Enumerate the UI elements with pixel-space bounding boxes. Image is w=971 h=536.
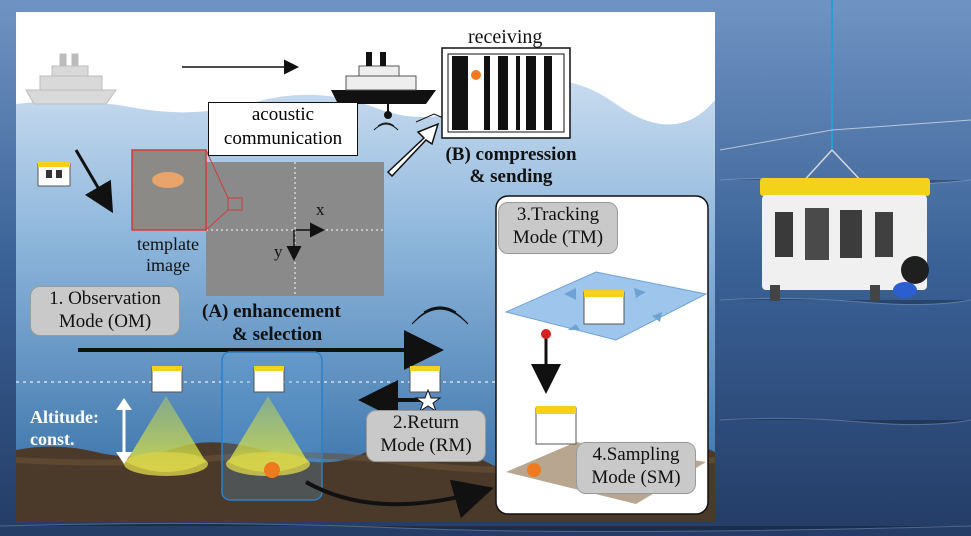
altitude-label-1: Altitude:	[30, 407, 99, 427]
vehicle-icon-om2	[253, 366, 285, 393]
ship-icon-right	[331, 52, 436, 119]
sampling-mode-line1: 4.Sampling	[592, 444, 680, 465]
template-label-1: template	[137, 234, 199, 254]
vehicle-icon-om1	[151, 366, 183, 393]
diagram-panel: receiving acoustic communication (B) com…	[16, 12, 715, 522]
signal-icon-sonar	[411, 306, 469, 325]
star-icon	[414, 388, 442, 413]
sampling-mode-line2: Mode (SM)	[591, 467, 681, 488]
axis-y-label: y	[274, 242, 283, 261]
altitude-label-2: const.	[30, 429, 75, 449]
return-mode-line2: Mode (RM)	[380, 435, 472, 456]
acoustic-label-2: communication	[223, 128, 343, 149]
observation-mode-line2: Mode (OM)	[58, 311, 152, 332]
tracking-mode-box: 3.Tracking Mode (TM)	[498, 202, 618, 254]
crab-icon-sampling	[527, 463, 541, 477]
compression-label-1: (B) compression	[445, 144, 577, 165]
altitude-label: Altitude: const.	[30, 406, 99, 450]
send-arrow	[386, 122, 440, 178]
template-label-2: image	[146, 255, 190, 275]
tracking-mode-line1: 3.Tracking	[516, 204, 600, 225]
template-label: template image	[128, 234, 208, 276]
axis-x-label: x	[316, 200, 325, 219]
crab-icon-monitor	[471, 70, 481, 80]
vehicle-icon-start	[37, 162, 71, 187]
template-image	[131, 149, 207, 231]
sampling-arrow	[305, 479, 494, 519]
return-mode-box: 2.Return Mode (RM)	[366, 410, 486, 462]
target-blob	[152, 172, 184, 188]
enhancement-label-1: (A) enhancement	[202, 301, 341, 322]
altitude-arrow	[116, 398, 132, 464]
observation-mode-box: 1. Observation Mode (OM)	[30, 286, 180, 336]
vehicle-icon-sampling	[535, 406, 577, 445]
enhancement-label: (A) enhancement & selection	[202, 300, 341, 346]
vehicle-icon-tracking	[583, 290, 625, 325]
light-cone-2	[228, 396, 308, 472]
tracking-mode-line2: Mode (TM)	[512, 227, 604, 248]
signal-icon-ship	[373, 122, 399, 131]
acoustic-box: acoustic communication	[208, 102, 358, 156]
vehicle-icon-return	[409, 366, 441, 393]
compression-label-2: & sending	[469, 166, 553, 187]
light-cone-1	[126, 396, 206, 472]
tracking-arrows	[564, 288, 662, 330]
crab-icon-seabed	[264, 462, 280, 478]
sampling-mode-box: 4.Sampling Mode (SM)	[576, 442, 696, 494]
return-mode-line1: 2.Return	[393, 412, 459, 433]
compression-label: (B) compression & sending	[436, 144, 586, 188]
acoustic-label-1: acoustic	[251, 104, 315, 125]
receiving-label: receiving	[468, 26, 543, 48]
observation-mode-line1: 1. Observation	[49, 288, 161, 309]
rov-photo	[760, 178, 930, 301]
enhancement-label-2: & selection	[232, 324, 323, 345]
ship-icon-left	[25, 53, 117, 105]
